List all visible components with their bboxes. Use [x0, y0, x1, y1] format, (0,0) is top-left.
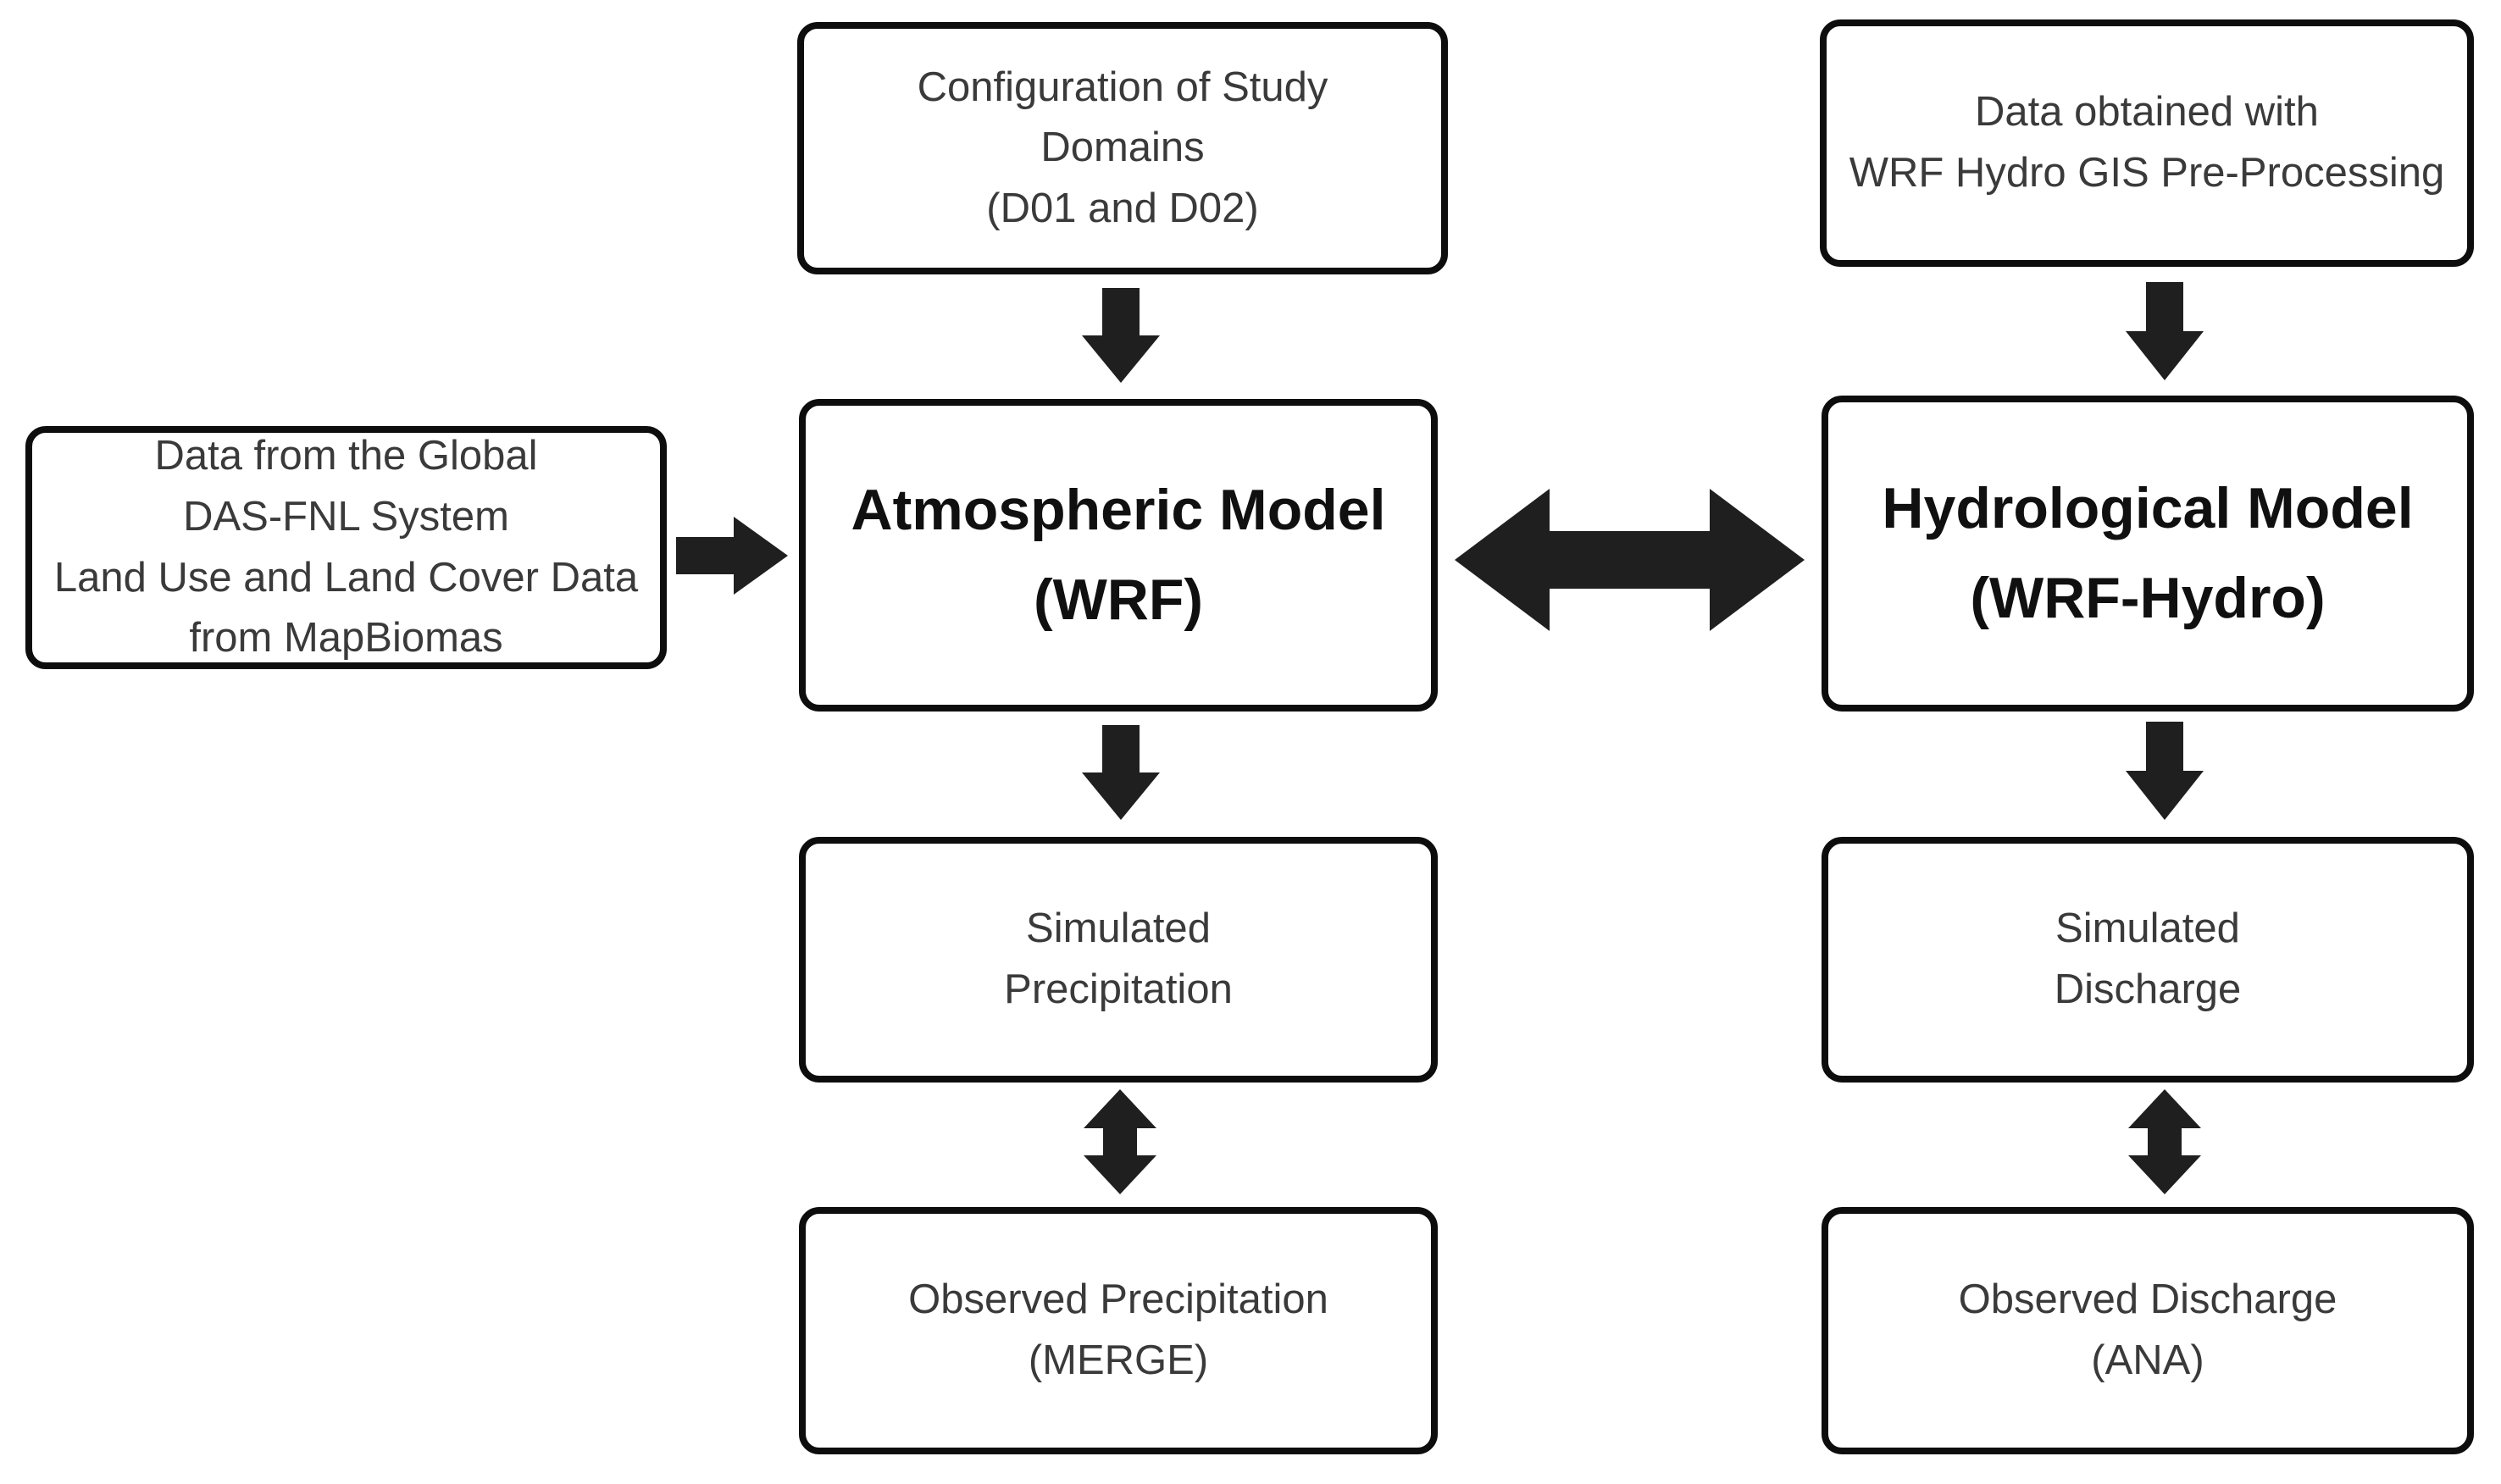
- node-simulated-precipitation-label: Simulated Precipitation: [1004, 905, 1233, 1012]
- node-observed-discharge-ana-label: Observed Discharge (ANA): [1958, 1276, 2337, 1383]
- node-configuration-of-study-domains-label: Configuration of Study Domains (D01 and …: [917, 64, 1328, 231]
- node-observed-precipitation-merge: Observed Precipitation (MERGE): [799, 1207, 1438, 1454]
- node-wrf-hydro-gis-preprocessing-data-label: Data obtained with WRF Hydro GIS Pre-Pro…: [1849, 89, 2445, 196]
- arrow-double-vertical-icon: [1084, 1089, 1156, 1194]
- node-hydrological-model-wrf-hydro: Hydrological Model (WRF-Hydro): [1822, 396, 2474, 712]
- node-hydrological-model-wrf-hydro-label: Hydrological Model (WRF-Hydro): [1882, 476, 2414, 630]
- arrow-down-icon: [1082, 288, 1160, 383]
- node-global-das-fnl-and-mapbiomas-data: Data from the Global DAS-FNL System Land…: [25, 426, 667, 669]
- arrow-down-icon: [2126, 722, 2204, 820]
- arrow-down-icon: [1082, 725, 1160, 820]
- node-simulated-discharge-label: Simulated Discharge: [2054, 905, 2242, 1012]
- node-simulated-precipitation: Simulated Precipitation: [799, 837, 1438, 1083]
- node-atmospheric-model-wrf: Atmospheric Model (WRF): [799, 399, 1438, 712]
- arrow-right-icon: [676, 517, 788, 595]
- arrow-down-icon: [2126, 282, 2204, 380]
- node-wrf-hydro-gis-preprocessing-data: Data obtained with WRF Hydro GIS Pre-Pro…: [1820, 19, 2474, 267]
- node-observed-precipitation-merge-label: Observed Precipitation (MERGE): [908, 1276, 1328, 1383]
- node-observed-discharge-ana: Observed Discharge (ANA): [1822, 1207, 2474, 1454]
- arrow-double-horizontal-icon: [1455, 484, 1805, 636]
- node-configuration-of-study-domains: Configuration of Study Domains (D01 and …: [797, 22, 1448, 274]
- node-simulated-discharge: Simulated Discharge: [1822, 837, 2474, 1083]
- node-global-das-fnl-and-mapbiomas-data-label: Data from the Global DAS-FNL System Land…: [53, 433, 639, 662]
- node-atmospheric-model-wrf-label: Atmospheric Model (WRF): [851, 478, 1386, 632]
- arrow-double-vertical-icon: [2128, 1089, 2201, 1194]
